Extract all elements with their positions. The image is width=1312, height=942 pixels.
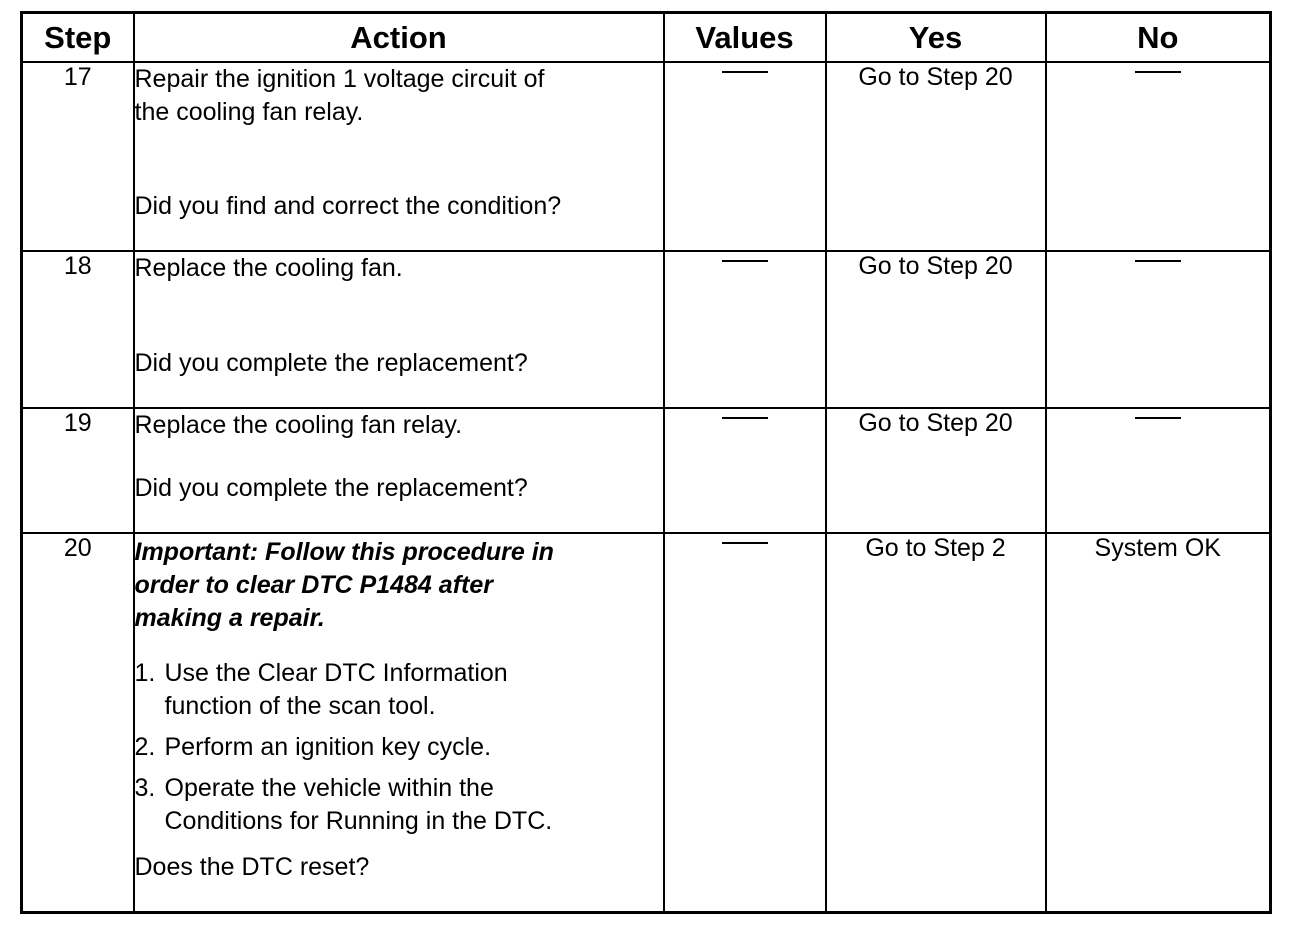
action-question: Did you find and correct the condition? [134, 192, 562, 220]
table-row: 20 Important: Follow this procedure in o… [20, 532, 1272, 914]
empty-value-dash [1134, 259, 1181, 262]
important-note: Important: Follow this procedure in orde… [135, 536, 663, 635]
list-item: 3. Operate the vehicle within the Condit… [135, 772, 663, 838]
list-text: Perform an ignition key cycle. [164, 733, 492, 761]
table-row: 18 Replace the cooling fan. Did you comp… [20, 250, 1272, 409]
important-line: making a repair. [134, 604, 325, 632]
yes-cell: Go to Step 20 [824, 407, 1047, 534]
yes-result: Go to Step 2 [865, 534, 1006, 562]
yes-result: Go to Step 20 [858, 409, 1013, 437]
table-row: 17 Repair the ignition 1 voltage circuit… [20, 61, 1272, 252]
action-question: Did you complete the replacement? [134, 349, 528, 377]
important-line: order to clear DTC P1484 after [134, 571, 493, 599]
values-cell: — [662, 532, 827, 914]
list-item: 2. Perform an ignition key cycle. [135, 731, 663, 764]
list-text: Use the Clear DTC Information [164, 659, 508, 687]
yes-cell: Go to Step 20 [824, 61, 1047, 252]
header-step: Step [20, 11, 135, 63]
action-question: Did you complete the replacement? [134, 474, 528, 502]
no-cell: — [1044, 61, 1272, 252]
table-row: 19 Replace the cooling fan relay. Did yo… [20, 407, 1272, 534]
procedure-list: 1. Use the Clear DTC Information functio… [135, 657, 663, 846]
values-cell: — [662, 61, 827, 252]
action-text: Replace the cooling fan relay. [134, 411, 463, 439]
header-no: No [1044, 11, 1272, 63]
empty-value-dash [1134, 416, 1181, 419]
empty-value-dash [721, 70, 768, 73]
header-values: Values [662, 11, 827, 63]
list-item: 1. Use the Clear DTC Information functio… [135, 657, 663, 723]
header-yes: Yes [824, 11, 1047, 63]
action-question: Does the DTC reset? [134, 853, 370, 881]
header-row: Step Action Values Yes No [20, 11, 1272, 63]
list-text: Operate the vehicle within the [164, 774, 494, 802]
list-text: function of the scan tool. [164, 692, 436, 720]
action-cell: Replace the cooling fan relay. Did you c… [132, 407, 665, 534]
action-cell: Important: Follow this procedure in orde… [132, 532, 665, 914]
empty-value-dash [1134, 70, 1181, 73]
action-cell: Replace the cooling fan. Did you complet… [132, 250, 665, 409]
step-number: 17 [20, 61, 135, 252]
important-line: Important: Follow this procedure in [134, 538, 554, 566]
no-cell: — [1044, 407, 1272, 534]
no-cell: — [1044, 250, 1272, 409]
yes-cell: Go to Step 2 [824, 532, 1047, 914]
action-text: Replace the cooling fan. [134, 254, 403, 282]
step-number: 19 [20, 407, 135, 534]
step-number: 18 [20, 250, 135, 409]
action-text: the cooling fan relay. [134, 98, 364, 126]
empty-value-dash [721, 416, 768, 419]
no-result: System OK [1094, 534, 1221, 562]
yes-result: Go to Step 20 [858, 252, 1013, 280]
diagnostic-steps-table: Step Action Values Yes No 17 Repair the … [20, 11, 1272, 914]
values-cell: — [662, 407, 827, 534]
header-action: Action [132, 11, 665, 63]
empty-value-dash [721, 541, 768, 544]
empty-value-dash [721, 259, 768, 262]
action-cell: Repair the ignition 1 voltage circuit of… [132, 61, 665, 252]
list-number: 1. [134, 659, 156, 687]
list-number: 2. [134, 733, 156, 761]
list-text: Conditions for Running in the DTC. [164, 807, 553, 835]
values-cell: — [662, 250, 827, 409]
action-text: Repair the ignition 1 voltage circuit of [134, 65, 545, 93]
yes-cell: Go to Step 20 [824, 250, 1047, 409]
list-number: 3. [134, 774, 156, 802]
no-cell: System OK [1044, 532, 1272, 914]
step-number: 20 [20, 532, 135, 914]
yes-result: Go to Step 20 [858, 63, 1013, 91]
